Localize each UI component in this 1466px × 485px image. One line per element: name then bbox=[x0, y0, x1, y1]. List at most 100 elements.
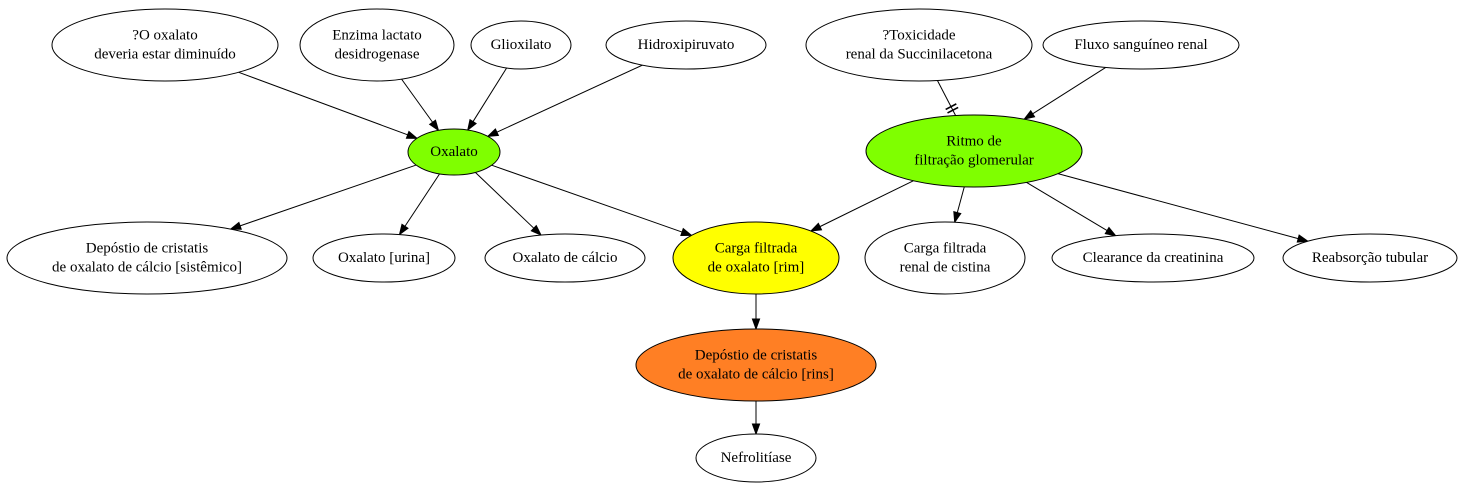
node-carga-cistina: Carga filtrada renal de cistina bbox=[864, 221, 1026, 295]
node-label: de oxalato [rim] bbox=[708, 260, 805, 276]
node-deposito-rins: Depóstio de cristatis de oxalato de cálci… bbox=[635, 328, 877, 402]
arrowhead bbox=[1022, 109, 1036, 120]
edge-oxalato-to-oxalato-calcio bbox=[474, 172, 543, 237]
inhibition-bar bbox=[945, 103, 957, 111]
node-hidroxipiruvato: Hidroxipiruvato bbox=[605, 20, 767, 70]
node-ellipse bbox=[484, 233, 646, 283]
node-fluxo: Fluxo sanguíneo renal bbox=[1042, 20, 1240, 70]
node-ellipse bbox=[1282, 233, 1458, 283]
node-oxalato: Oxalato bbox=[407, 128, 501, 176]
arrowhead bbox=[486, 128, 500, 138]
node-ellipse bbox=[312, 233, 456, 283]
nodes-layer: ?O oxalato deveria estar diminuído Enzima … bbox=[6, 8, 1458, 483]
edge-line bbox=[401, 78, 433, 123]
edge-toxicidade-to-ritmo bbox=[936, 80, 959, 116]
inhibition-bar bbox=[947, 106, 959, 114]
node-ellipse bbox=[805, 8, 1033, 82]
arrowhead bbox=[428, 119, 440, 132]
edge-line bbox=[474, 172, 535, 229]
node-ellipse bbox=[407, 128, 501, 176]
node-ellipse bbox=[605, 20, 767, 70]
node-ellipse bbox=[635, 328, 877, 402]
node-label: de oxalato de cálcio [rins] bbox=[678, 367, 834, 383]
edge-ritmo-to-carga-cistina bbox=[953, 186, 965, 224]
node-clearance: Clearance da creatinina bbox=[1051, 233, 1255, 283]
node-ellipse bbox=[299, 8, 455, 82]
node-reabsorcao: Reabsorção tubular bbox=[1282, 233, 1458, 283]
node-ellipse bbox=[695, 433, 817, 483]
node-label: Depóstio de cristatis bbox=[86, 241, 209, 257]
node-ritmo: Ritmo de filtração glomerular bbox=[865, 114, 1083, 188]
node-label: Oxalato de cálcio bbox=[513, 250, 618, 266]
arrowhead bbox=[751, 318, 761, 331]
arrowhead bbox=[809, 222, 823, 232]
node-label: renal da Succinilacetona bbox=[846, 47, 993, 63]
node-ellipse bbox=[51, 8, 279, 82]
edge-line bbox=[819, 180, 914, 228]
node-label: Nefrolitíase bbox=[721, 450, 792, 466]
node-oxalato-urina: Oxalato [urina] bbox=[312, 233, 456, 283]
edge-line bbox=[1026, 182, 1108, 231]
edge-hidroxipiruvato-to-oxalato bbox=[486, 64, 643, 138]
node-label: Oxalato bbox=[430, 144, 477, 160]
arrowhead bbox=[1296, 234, 1310, 243]
node-label: Reabsorção tubular bbox=[1312, 250, 1428, 266]
node-deposito-sist: Depóstio de cristatis de oxalato de cálci… bbox=[6, 221, 288, 295]
node-label: Depóstio de cristatis bbox=[695, 348, 818, 364]
node-ellipse bbox=[6, 221, 288, 295]
edge-carga-oxalato-to-deposito-rins bbox=[751, 294, 761, 331]
edge-ritmo-to-carga-oxalato bbox=[809, 180, 914, 232]
edge-oxalato-to-oxalato-urina bbox=[398, 173, 440, 236]
edge-oxalato-dim-to-oxalato bbox=[238, 71, 419, 139]
edge-ritmo-to-clearance bbox=[1026, 182, 1117, 237]
edges-layer bbox=[229, 64, 1310, 436]
arrowhead bbox=[398, 223, 409, 236]
node-nefrolitiase: Nefrolitíase bbox=[695, 433, 817, 483]
arrowhead bbox=[530, 224, 543, 237]
node-oxalato-dim: ?O oxalato deveria estar diminuído bbox=[51, 8, 279, 82]
edge-line bbox=[1032, 66, 1106, 115]
edge-line bbox=[239, 164, 417, 227]
node-label: Carga filtrada bbox=[715, 241, 798, 257]
node-ellipse bbox=[1042, 20, 1240, 70]
edge-line bbox=[404, 173, 440, 227]
arrowhead bbox=[405, 130, 419, 139]
arrowhead bbox=[466, 118, 477, 132]
edge-fluxo-to-ritmo bbox=[1022, 66, 1106, 120]
node-label: ?O oxalato bbox=[132, 28, 197, 44]
edge-line bbox=[472, 67, 508, 122]
node-label: Ritmo de bbox=[946, 134, 1002, 150]
node-ellipse bbox=[864, 221, 1026, 295]
edge-oxalato-to-deposito-sist bbox=[229, 164, 417, 230]
edge-line bbox=[238, 71, 408, 136]
edge-ldh-to-oxalato bbox=[401, 78, 440, 132]
node-ellipse bbox=[865, 114, 1083, 188]
arrowhead bbox=[751, 423, 761, 436]
edge-glioxilato-to-oxalato bbox=[466, 67, 508, 132]
node-label: Carga filtrada bbox=[904, 241, 987, 257]
arrowhead bbox=[229, 221, 242, 230]
node-glioxilato: Glioxilato bbox=[470, 20, 572, 70]
node-label: deveria estar diminuído bbox=[94, 47, 236, 63]
node-label: Oxalato [urina] bbox=[338, 250, 430, 266]
node-label: renal de cistina bbox=[900, 260, 991, 276]
node-oxalato-calcio: Oxalato de cálcio bbox=[484, 233, 646, 283]
node-label: Fluxo sanguíneo renal bbox=[1074, 37, 1207, 53]
node-ellipse bbox=[672, 221, 840, 295]
node-ellipse bbox=[1051, 233, 1255, 283]
node-label: Hidroxipiruvato bbox=[638, 37, 735, 53]
node-carga-oxalato: Carga filtrada de oxalato [rim] bbox=[672, 221, 840, 295]
node-label: ?Toxicidade bbox=[882, 28, 955, 44]
edge-line bbox=[496, 64, 643, 133]
node-ellipse bbox=[470, 20, 572, 70]
node-label: Glioxilato bbox=[491, 37, 552, 53]
node-toxicidade: ?Toxicidade renal da Succinilacetona bbox=[805, 8, 1033, 82]
node-label: de oxalato de cálcio [sistêmico] bbox=[52, 260, 242, 276]
arrowhead bbox=[1104, 226, 1117, 237]
node-label: filtração glomerular bbox=[914, 153, 1034, 169]
edge-oxalato-to-carga-oxalato bbox=[491, 164, 693, 236]
edge-deposito-rins-to-nefrolitiase bbox=[751, 401, 761, 436]
node-label: Enzima lactato bbox=[332, 28, 422, 44]
